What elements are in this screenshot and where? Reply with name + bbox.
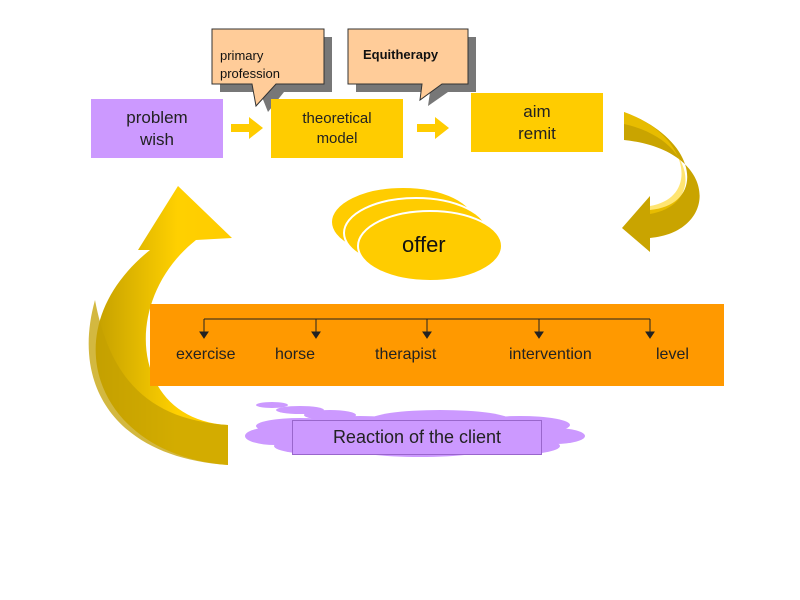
branch-connectors <box>199 318 655 339</box>
arrow-theory-to-aim <box>417 117 449 139</box>
equitherapy-text: Equitherapy <box>363 47 439 62</box>
remit-label: remit <box>518 123 556 143</box>
problem-wish-box: problem wish <box>91 99 223 158</box>
item-intervention: intervention <box>509 346 592 363</box>
wish-label: wish <box>139 129 174 149</box>
aim-remit-box: aim remit <box>471 93 603 152</box>
offer-label: offer <box>402 232 446 257</box>
item-level: level <box>656 346 689 363</box>
model-label: model <box>316 129 358 147</box>
offer-components-band <box>150 304 724 386</box>
theoretical-model-box: theoretical model <box>271 99 403 158</box>
problem-label: problem <box>126 107 188 127</box>
arrow-problem-to-theory <box>231 117 263 139</box>
aim-label: aim <box>523 101 551 121</box>
callout-equitherapy <box>347 28 476 106</box>
item-exercise: exercise <box>176 346 236 363</box>
theoretical-label: theoretical <box>302 109 372 127</box>
arrow-aim-to-offer <box>622 112 700 252</box>
offer-stack <box>330 186 503 282</box>
reaction-of-client-box: Reaction of the client <box>292 420 542 455</box>
item-horse: horse <box>275 346 316 363</box>
item-therapist: therapist <box>375 346 437 363</box>
primary-profession-text: primary profession <box>220 48 280 81</box>
callout-primary-profession <box>211 28 332 112</box>
